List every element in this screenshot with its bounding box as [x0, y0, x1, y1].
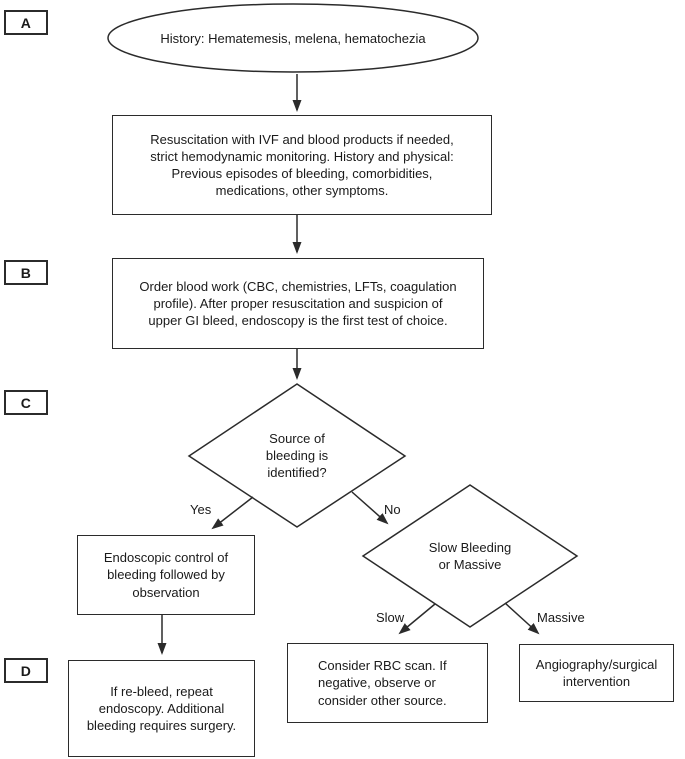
angiography-node: Angiography/surgical intervention	[519, 644, 674, 702]
edge-label-no: No	[384, 502, 401, 517]
edge-label-massive: Massive	[537, 610, 585, 625]
source-identified-text: Source of bleeding is identified?	[265, 431, 329, 481]
rebleed-node: If re-bleed, repeat endoscopy. Additiona…	[68, 660, 255, 757]
arrow-no-to-slow-massive-diamond	[351, 491, 389, 525]
blood-work-node: Order blood work (CBC, chemistries, LFTs…	[112, 258, 484, 349]
source-identified-diamond	[187, 383, 407, 528]
edge-label-yes: Yes	[190, 502, 212, 517]
arrow-slow-to-rbc	[398, 603, 436, 635]
section-label-d: D	[4, 658, 48, 683]
history-node-text: History: Hematemesis, melena, hematochez…	[160, 31, 426, 46]
slow-or-massive-diamond	[361, 484, 579, 628]
arrow-yes-to-endoscopic	[211, 496, 254, 530]
endoscopic-control-node: Endoscopic control of bleeding followed …	[77, 535, 255, 615]
section-label-a: A	[4, 10, 48, 35]
resuscitation-node: Resuscitation with IVF and blood product…	[112, 115, 492, 215]
section-label-c: C	[4, 390, 48, 415]
slow-or-massive-text: Slow Bleeding or Massive	[428, 540, 512, 573]
edge-label-slow: Slow	[376, 610, 405, 625]
history-ellipse	[107, 3, 479, 73]
rbc-scan-node: Consider RBC scan. If negative, observe …	[287, 643, 488, 723]
section-label-b: B	[4, 260, 48, 285]
arrow-massive-to-angiography	[504, 602, 540, 635]
